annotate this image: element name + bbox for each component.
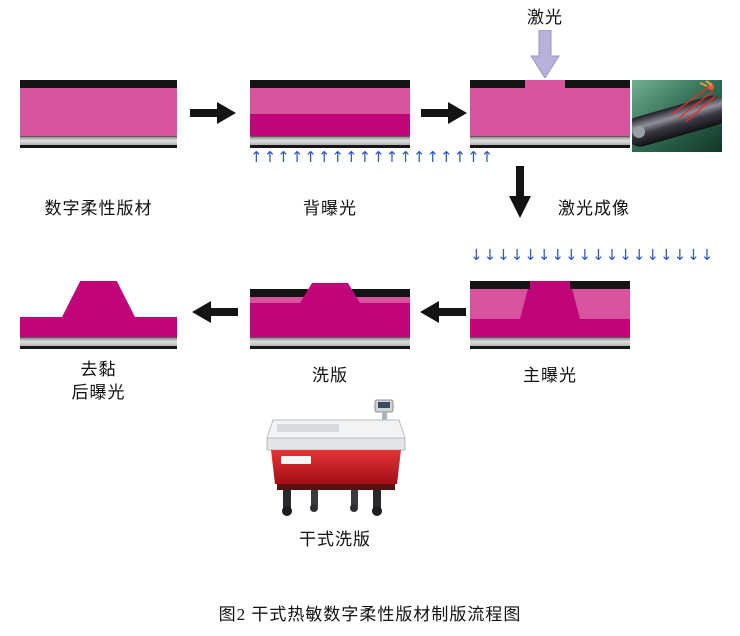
step6-label-line1: 去黏 xyxy=(80,360,117,379)
step2-label: 背曝光 xyxy=(303,199,357,218)
plate-raw-material xyxy=(20,80,177,148)
step6-label-line2: 后曝光 xyxy=(71,383,126,402)
black-mask-left-segment xyxy=(470,80,525,88)
base-film-layer xyxy=(470,136,630,148)
photopolymer-layer xyxy=(250,88,410,114)
plate-processor-image xyxy=(263,398,409,523)
plate-processor-icon xyxy=(266,399,406,516)
black-mask-left-segment xyxy=(470,281,530,289)
black-mask-right-segment xyxy=(570,281,630,289)
plate-back-exposure xyxy=(250,80,410,148)
flow-arrow-right-2-icon xyxy=(421,102,467,124)
step5-label: 洗版 xyxy=(312,366,348,385)
black-mask-layer xyxy=(250,80,410,88)
plate-main-exposure xyxy=(470,281,630,349)
plate-laser-imaging xyxy=(470,80,630,148)
drum-imager-icon xyxy=(625,80,728,152)
base-film-layer xyxy=(20,136,177,148)
laser-beam-arrow-icon xyxy=(530,30,560,78)
flow-arrow-right-1-icon xyxy=(190,102,236,124)
flow-arrow-down-icon xyxy=(509,166,531,218)
black-mask-left-segment xyxy=(250,289,308,297)
laser-label: 激光 xyxy=(527,8,563,27)
plate-finished-relief xyxy=(20,281,177,349)
black-mask-right-segment xyxy=(565,80,630,88)
figure-caption: 图2 干式热敏数字柔性版材制版流程图 xyxy=(218,605,522,624)
relief-bump-trapezoid xyxy=(300,283,360,303)
uv-up-arrows-icon: ↑↑↑↑↑↑↑↑↑↑↑↑↑↑↑↑↑↑ xyxy=(250,148,495,166)
uv-down-arrows-icon: ↓↓↓↓↓↓↓↓↓↓↓↓↓↓↓↓↓↓ xyxy=(470,246,715,264)
machine-label: 干式洗版 xyxy=(299,530,371,549)
photopolymer-layer xyxy=(20,88,177,136)
photopolymer-layer xyxy=(470,80,630,136)
base-film-layer xyxy=(20,337,177,349)
step4-label: 主曝光 xyxy=(523,366,577,385)
cured-body-layer xyxy=(250,303,410,337)
laser-imager-drum-image xyxy=(625,80,728,157)
relief-trapezoid xyxy=(62,281,135,317)
cured-floor-layer xyxy=(20,317,177,337)
cured-floor-layer xyxy=(250,114,410,136)
base-film-layer xyxy=(250,337,410,349)
base-film-layer xyxy=(470,337,630,349)
step1-label: 数字柔性版材 xyxy=(44,199,153,218)
black-mask-right-segment xyxy=(352,289,410,297)
flow-arrow-left-2-icon xyxy=(192,301,238,323)
cured-floor-layer xyxy=(470,319,630,337)
base-film-layer xyxy=(250,136,410,148)
plate-washing xyxy=(250,283,410,349)
step6-label: 去黏 后曝光 xyxy=(20,358,177,404)
black-mask-layer xyxy=(20,80,177,88)
step3-label: 激光成像 xyxy=(558,199,630,218)
flow-arrow-left-1-icon xyxy=(420,301,466,323)
